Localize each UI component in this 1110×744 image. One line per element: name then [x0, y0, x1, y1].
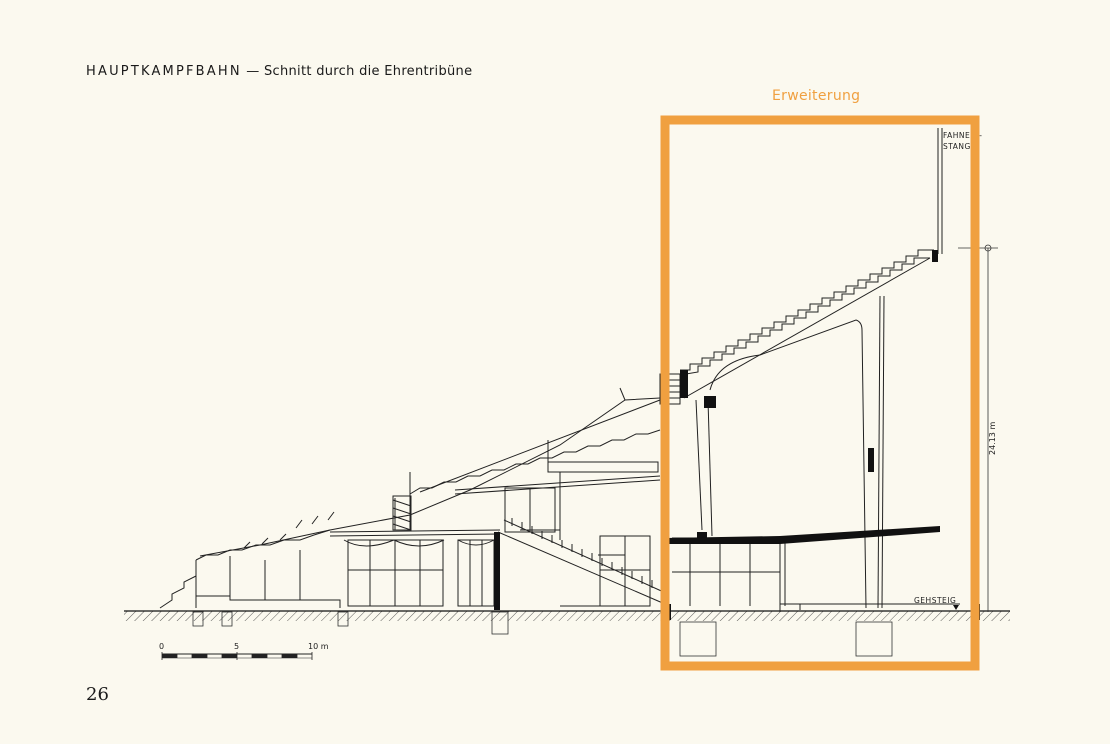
flagpole-label-2: STANGE — [943, 142, 976, 151]
ground — [124, 610, 1010, 621]
extension-label: Erweiterung — [772, 88, 861, 104]
sidewalk-marker-icon — [953, 605, 959, 610]
height-label: 24.13 m — [988, 422, 997, 455]
title-sub: Schnitt durch die Ehrentribüne — [263, 64, 473, 79]
scale-bar: 0 5 10 m — [159, 642, 329, 660]
extension-stand — [659, 128, 960, 612]
existing-stand — [159, 387, 669, 609]
extension-solids — [680, 250, 938, 538]
scale-tick-10: 10 m — [308, 642, 329, 651]
drawing-title: HAUPTKAMPFBAHN — Schnitt durch die Ehren… — [86, 64, 472, 79]
extension-slab — [666, 526, 940, 544]
sidewalk-label: GEHSTEIG — [914, 596, 956, 605]
scale-tick-0: 0 — [159, 642, 164, 651]
title-dash: — — [241, 64, 264, 79]
title-main: HAUPTKAMPFBAHN — [86, 64, 242, 79]
column-solid — [494, 532, 500, 610]
extension-frame — [660, 115, 980, 671]
page-number: 26 — [86, 684, 109, 705]
scale-tick-5: 5 — [234, 642, 239, 651]
flagpole-label-1: FAHNEN - — [943, 131, 982, 140]
foundations — [192, 611, 893, 657]
